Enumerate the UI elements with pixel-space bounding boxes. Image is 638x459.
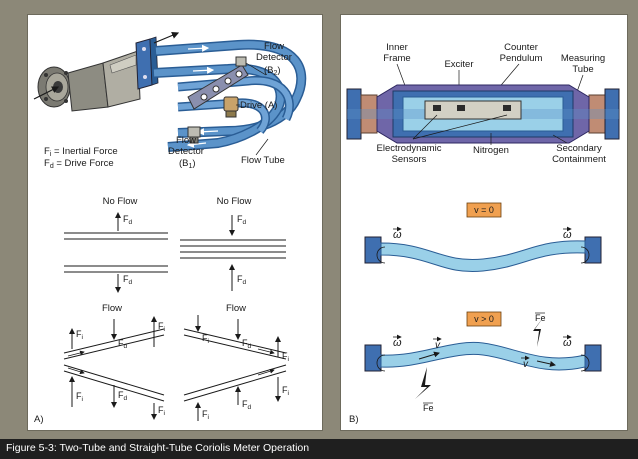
velocity-left: v (435, 340, 441, 351)
force-label-fd-top-right: Fd (237, 214, 247, 226)
panel-b-label: B) (349, 414, 359, 425)
leader-flow-detector-b2 (245, 62, 267, 76)
coriolis-force-right: Fe (535, 313, 546, 323)
fi-label-2: Fi (158, 321, 165, 333)
force-label-fd-top-left: Fd (123, 214, 133, 226)
panel-b: Inner Frame Exciter Counter Pendulum Mea… (340, 14, 628, 431)
tube-support-plate (187, 64, 249, 110)
fi-label-7: Fi (202, 409, 209, 421)
leader-flow-tube (255, 138, 269, 156)
no-flow-diagram-left: No Flow Fd Fd (64, 196, 168, 293)
callout-measuring-tube-1: Measuring (561, 53, 605, 64)
fi-label-8: Fi (282, 385, 289, 397)
straight-tube-v-zero: v = 0 ω ω (364, 202, 602, 273)
flow-detector-b2 (235, 56, 247, 67)
callout-drive-a: Drive (A) (240, 100, 277, 111)
omega-right-2: ω (563, 337, 572, 349)
badge-v-zero-text: v = 0 (474, 205, 494, 215)
twin-tube-meter-illustration (33, 31, 307, 152)
fi-label-4: Fi (158, 405, 165, 417)
callout-inner-frame-2: Frame (383, 53, 410, 64)
figure-caption: Figure 5-3: Two-Tube and Straight-Tube C… (6, 442, 310, 454)
force-legend: Fi = Inertial Force Fd = Drive Force (44, 146, 118, 170)
flow-diagram-left: Flow Fi Fd Fi Fi Fd Fi (63, 303, 165, 420)
callout-counter-pendulum-2: Pendulum (500, 53, 543, 64)
fd-label-2: Fd (118, 390, 128, 402)
callout-flow-detector-b1-line2: Detector (168, 146, 204, 157)
callout-secondary-containment-1: Secondary (556, 143, 602, 154)
callout-flow-detector-b2-line1: Flow (264, 41, 284, 52)
panel-b-bottom-callouts: Electrodynamic Sensors Nitrogen Secondar… (377, 114, 606, 165)
straight-tube-v-positive: v > 0 ω ω v v Fe Fe (364, 311, 602, 413)
omega-right-1: ω (563, 229, 572, 241)
no-flow-label-left: No Flow (103, 196, 138, 207)
fd-label-1: Fd (118, 338, 128, 350)
panel-a-label: A) (34, 414, 44, 425)
badge-v-positive-text: v > 0 (474, 314, 494, 324)
fi-label-1: Fi (76, 329, 83, 341)
callout-exciter: Exciter (444, 59, 473, 70)
omega-left-1: ω (393, 229, 402, 241)
callout-nitrogen: Nitrogen (473, 145, 509, 156)
no-flow-diagram-right: No Flow Fd Fd (180, 196, 286, 291)
caption-bar: Figure 5-3: Two-Tube and Straight-Tube C… (0, 439, 638, 459)
coriolis-force-left: Fe (423, 403, 434, 413)
panel-a: Flow Detector (B2) Drive (A) Flow Detect… (27, 14, 323, 431)
straight-tube-cross-section (346, 84, 620, 144)
coriolis-force-arrow-right (533, 315, 545, 347)
fd-label-4: Fd (242, 399, 252, 411)
no-flow-label-right: No Flow (217, 196, 252, 207)
flow-label-left: Flow (102, 303, 122, 314)
callout-electrodynamic-sensors-2: Sensors (392, 154, 427, 165)
panel-a-callouts: Flow Detector (B2) Drive (A) Flow Detect… (168, 41, 292, 170)
fd-label-3: Fd (242, 338, 252, 350)
callout-secondary-containment-2: Containment (552, 154, 606, 165)
panel-a-drawing: Flow Detector (B2) Drive (A) Flow Detect… (33, 31, 307, 425)
callout-flow-detector-b2-line3: (B2) (264, 65, 281, 77)
callout-inner-frame-1: Inner (386, 42, 408, 53)
force-label-fd-bottom-left: Fd (123, 274, 133, 286)
drive-coil (223, 96, 239, 118)
callout-counter-pendulum-1: Counter (504, 42, 538, 53)
callout-flow-detector-b1-line1: Flow (176, 135, 196, 146)
callout-flow-tube: Flow Tube (241, 155, 285, 166)
flow-tube-loops (153, 39, 307, 152)
callout-flow-detector-b2-line2: Detector (256, 52, 292, 63)
badge-v-zero (466, 202, 502, 218)
panel-b-drawing: Inner Frame Exciter Counter Pendulum Mea… (346, 42, 620, 425)
callout-flow-detector-b1-line3: (B1) (179, 158, 196, 170)
fi-label-6: Fi (282, 351, 289, 363)
badge-v-positive (466, 311, 502, 327)
callout-electrodynamic-sensors-1: Electrodynamic (377, 143, 442, 154)
fi-label-5: Fi (202, 333, 209, 345)
coriolis-force-arrow-left (415, 367, 431, 399)
force-label-fd-bottom-right: Fd (237, 274, 247, 286)
velocity-right: v (523, 359, 529, 370)
fi-label-3: Fi (76, 391, 83, 403)
callout-measuring-tube-2: Tube (572, 64, 593, 75)
omega-left-2: ω (393, 337, 402, 349)
legend-drive-force: Fd = Drive Force (44, 158, 114, 170)
flow-label-right: Flow (226, 303, 246, 314)
flow-detector-b1 (187, 126, 201, 144)
inlet-flange (33, 66, 71, 108)
flow-diagram-right: Flow Fi Fd Fi Fi Fd Fi (183, 303, 289, 421)
legend-inertial-force: Fi = Inertial Force (44, 146, 118, 158)
